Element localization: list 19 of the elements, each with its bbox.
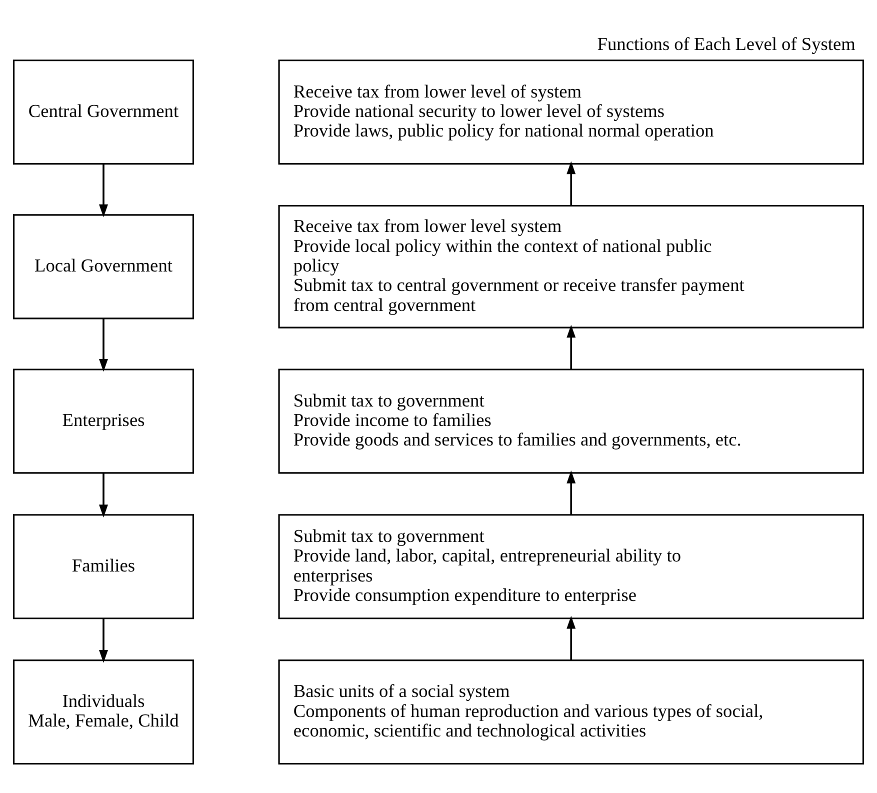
arrow [99,618,108,662]
node-box: Individuals Male, Female, Child [13,659,194,764]
node-box: Receive tax from lower level of system Provide national security to lower level of systems Provide laws, public policy for national normal operation [278,59,864,164]
node-box: Receive tax from lower level system Provide local policy within the context of national public policy Submit tax to central government or receive transfer payment from central government [278,204,864,328]
arrow [566,160,576,205]
node-box: Submit tax to government Provide income to families Provide goods and services to families and governments, etc. [278,368,864,474]
arrow [566,615,576,660]
node-box: Basic units of a social system Components of human reproduction and various types of social, economic, scientific and technological activities [278,659,864,764]
node-box: Families [13,514,194,619]
node-box: Enterprises [13,368,194,474]
node-box: Central Government [13,59,194,164]
node-box: Local Government [13,214,194,319]
arrow [566,470,576,514]
node-box: Submit tax to government Provide land, labor, capital, entrepreneurial ability to enterprises Provide consumption expenditure to enterprise [278,514,864,619]
arrow [99,472,108,518]
arrow [566,324,576,369]
arrow [99,318,108,372]
arrow [99,164,108,217]
diagram-title: Functions of Each Level of System [597,34,856,54]
